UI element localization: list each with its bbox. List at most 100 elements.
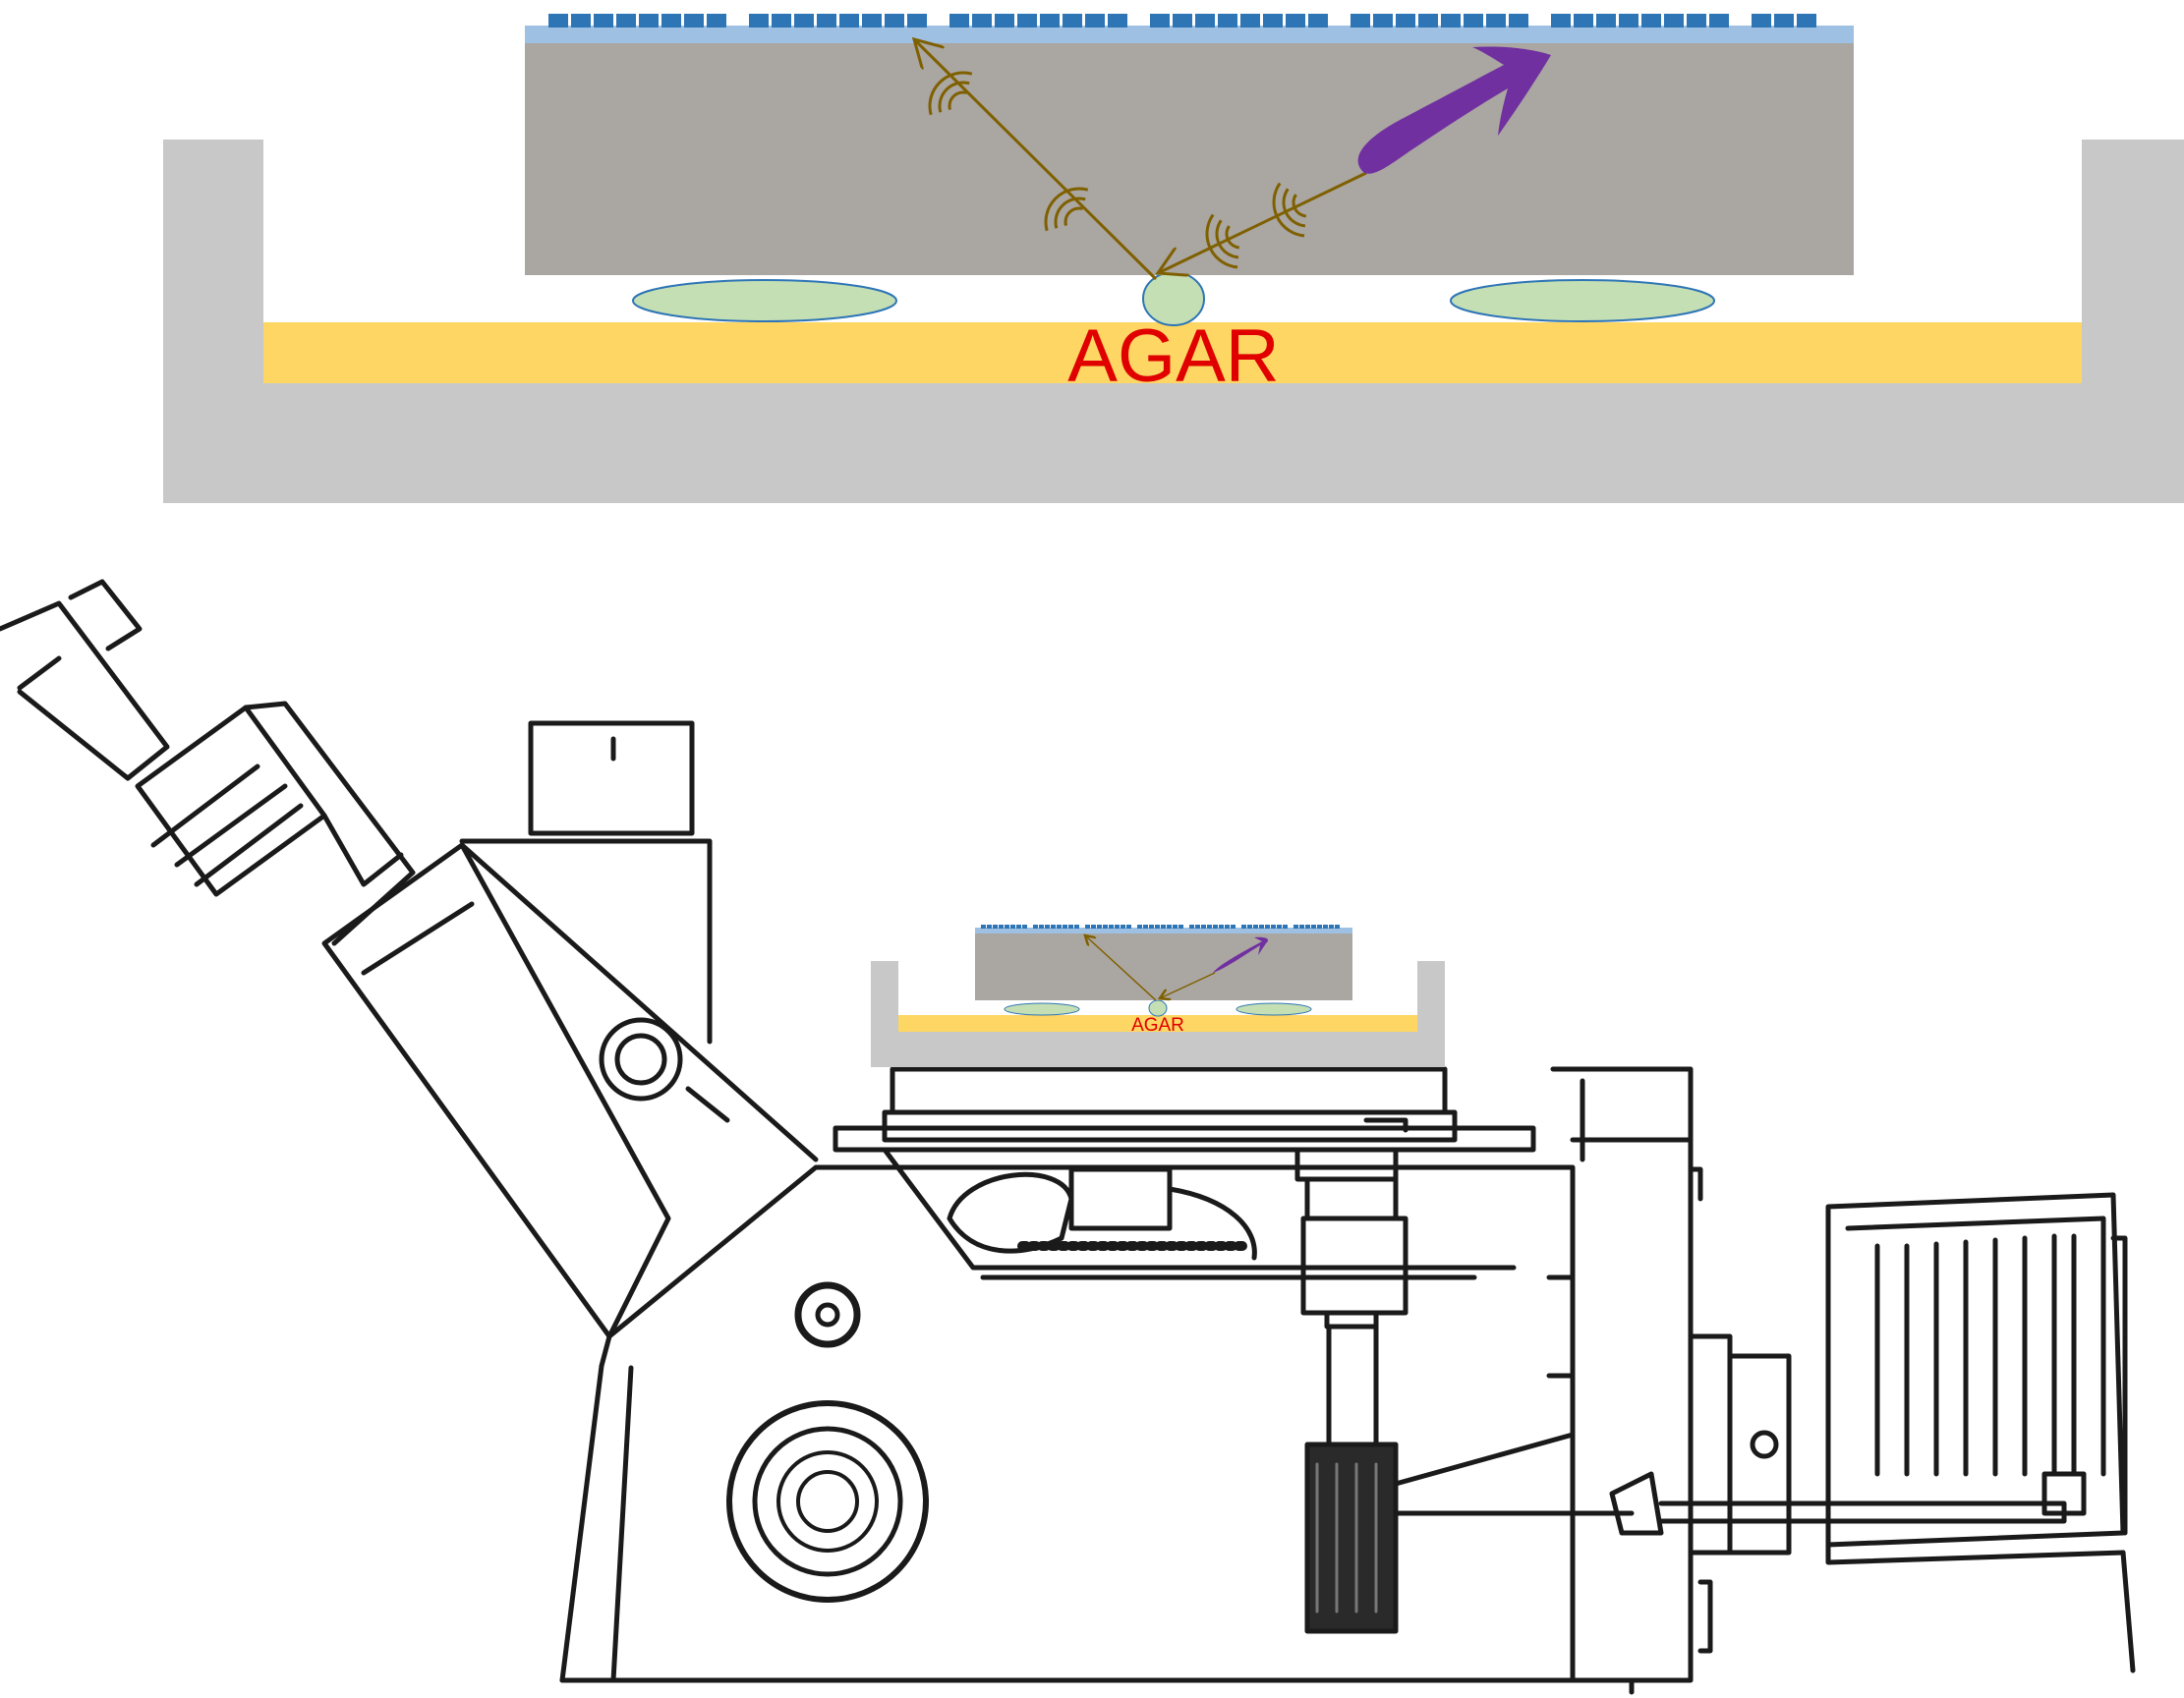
surface-particle xyxy=(1045,925,1050,929)
surface-particle xyxy=(1551,14,1571,28)
surface-particle xyxy=(1039,925,1044,929)
surface-particle xyxy=(1218,14,1237,28)
surface-particle xyxy=(885,14,904,28)
surface-particle xyxy=(1247,925,1252,929)
surface-particle xyxy=(1299,925,1304,929)
agar-label: AGAR xyxy=(1067,314,1279,398)
surface-particle xyxy=(1173,14,1192,28)
inset-colony-center xyxy=(1148,999,1168,1017)
inset-incident-arrow xyxy=(1160,972,1216,998)
inset-dish-diagram: AGAR xyxy=(871,925,1445,1067)
surface-particle xyxy=(1097,925,1102,929)
surface-particle xyxy=(1687,14,1706,28)
surface-particle xyxy=(1240,14,1260,28)
inverted-microscope-icon xyxy=(0,579,2136,1695)
surface-particle xyxy=(661,14,681,28)
incident-signal-arrow xyxy=(1158,171,1367,273)
surface-particle xyxy=(1103,925,1108,929)
surface-particle xyxy=(1005,925,1009,929)
surface-particle xyxy=(1293,925,1298,929)
surface-particle xyxy=(1225,925,1230,929)
surface-particle xyxy=(1189,925,1194,929)
surface-particle xyxy=(862,14,882,28)
surface-particle xyxy=(1574,14,1593,28)
surface-particle xyxy=(1797,14,1816,28)
surface-particle xyxy=(1271,925,1276,929)
surface-particle xyxy=(1201,925,1206,929)
surface-particle xyxy=(1509,14,1528,28)
surface-particle xyxy=(1464,14,1483,28)
surface-particle xyxy=(839,14,859,28)
surface-particle xyxy=(616,14,636,28)
wave-arc xyxy=(1272,182,1305,238)
surface-particle xyxy=(1283,925,1288,929)
surface-particles xyxy=(548,14,1816,28)
surface-particle xyxy=(1664,14,1684,28)
surface-particle xyxy=(1308,14,1328,28)
surface-particle xyxy=(594,14,613,28)
surface-particle xyxy=(1774,14,1794,28)
surface-particle xyxy=(1121,925,1125,929)
surface-particle xyxy=(1277,925,1282,929)
surface-particle xyxy=(981,925,986,929)
surface-particle xyxy=(1286,14,1305,28)
surface-particle xyxy=(1259,925,1264,929)
surface-particle xyxy=(1213,925,1218,929)
surface-particle xyxy=(1619,14,1638,28)
surface-particle xyxy=(1351,14,1370,28)
surface-particle xyxy=(1033,925,1038,929)
surface-particle xyxy=(749,14,769,28)
colony-left xyxy=(632,279,897,322)
surface-particle xyxy=(1167,925,1172,929)
surface-particle xyxy=(1057,925,1062,929)
wave-arc xyxy=(928,71,973,116)
illumination-pillar xyxy=(1546,1066,2067,1683)
surface-particle xyxy=(1195,925,1200,929)
observation-arm xyxy=(321,720,819,1339)
microscope-stage xyxy=(833,1066,1536,1153)
reflected-signal-arrow xyxy=(914,39,1158,281)
petri-dish-wall xyxy=(163,140,2184,503)
signal-wave-icon xyxy=(928,71,1307,269)
surface-particle xyxy=(1241,925,1246,929)
surface-particle xyxy=(987,925,992,929)
inset-dish-wall xyxy=(871,961,1445,1067)
inset-colony-left xyxy=(1004,1002,1080,1016)
objective-turret xyxy=(882,1147,1517,1447)
surface-particle xyxy=(1126,925,1131,929)
surface-particle xyxy=(1108,14,1127,28)
inset-agar-layer xyxy=(898,1015,1417,1032)
agar-layer xyxy=(263,322,2082,383)
inset-emitted-signal-icon xyxy=(1213,936,1269,973)
wave-arc xyxy=(938,81,970,113)
surface-particle xyxy=(1195,14,1215,28)
surface-particle xyxy=(999,925,1004,929)
surface-particle xyxy=(1143,925,1148,929)
microscope-body xyxy=(559,1164,1576,1683)
surface-particle xyxy=(548,14,568,28)
large-dish-diagram: AGAR xyxy=(163,14,2184,503)
inset-agar-label: AGAR xyxy=(1131,1015,1184,1036)
surface-particle xyxy=(1091,925,1096,929)
surface-particle xyxy=(1752,14,1771,28)
substrate-slab xyxy=(525,43,1854,275)
eyepiece xyxy=(0,579,416,946)
surface-particle xyxy=(794,14,814,28)
inset-surface-particles xyxy=(981,925,1340,929)
surface-particle xyxy=(1596,14,1616,28)
wave-arc xyxy=(1215,219,1239,259)
wave-arc xyxy=(1292,194,1307,218)
surface-particle xyxy=(639,14,659,28)
surface-particle xyxy=(1709,14,1729,28)
surface-particle xyxy=(571,14,591,28)
surface-particle xyxy=(772,14,791,28)
wave-arc xyxy=(1225,225,1240,250)
microscope-base xyxy=(559,1677,1635,1695)
surface-particle xyxy=(1040,14,1060,28)
surface-particle xyxy=(1085,14,1105,28)
surface-particle xyxy=(1074,925,1079,929)
surface-particle xyxy=(1115,925,1120,929)
surface-particle xyxy=(995,14,1014,28)
surface-particle xyxy=(907,14,927,28)
surface-particle xyxy=(1022,925,1027,929)
